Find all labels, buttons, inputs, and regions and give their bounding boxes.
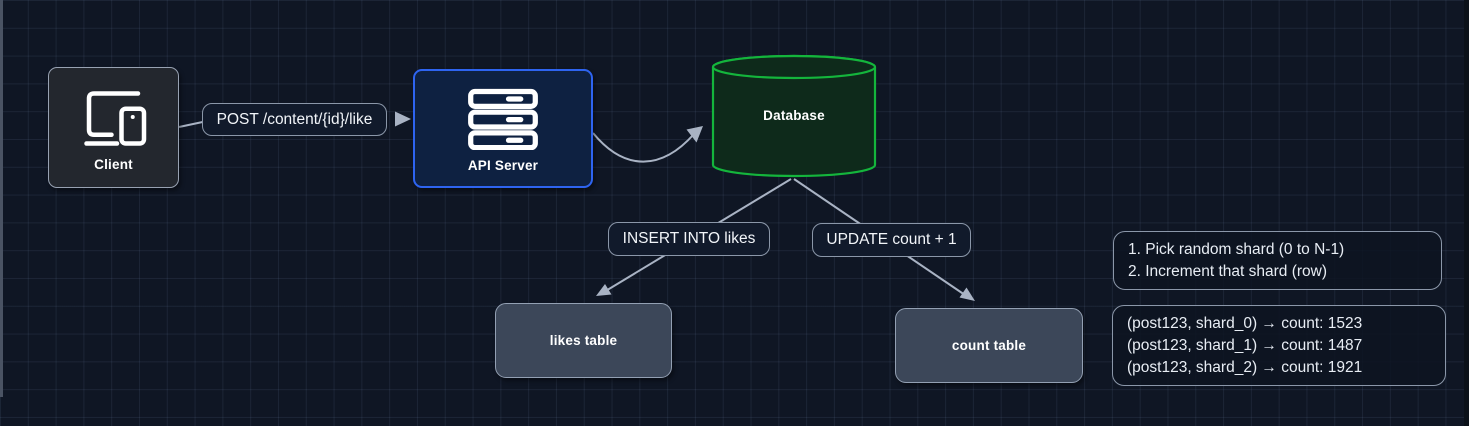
server-stack-icon [468, 88, 538, 150]
node-label-api-server: API Server [467, 158, 539, 173]
note-line: (post123, shard_2) → count: 1921 [1127, 359, 1363, 376]
node-likes-table[interactable]: likes table [495, 303, 672, 378]
note-shard-counts[interactable]: (post123, shard_0) → count: 1523 (post12… [1112, 305, 1446, 386]
note-shard-algorithm[interactable]: 1. Pick random shard (0 to N-1) 2. Incre… [1113, 231, 1442, 290]
note-line: 2. Increment that shard (row) [1128, 263, 1327, 280]
database-cylinder-icon [711, 54, 877, 178]
canvas-left-edge [0, 0, 3, 397]
note-line: (post123, shard_0) → count: 1523 [1127, 315, 1363, 332]
canvas-right-edge [1464, 0, 1469, 426]
node-label-count-table: count table [951, 338, 1027, 353]
node-count-table[interactable]: count table [895, 308, 1083, 383]
node-label-database: Database [763, 108, 825, 123]
edge-label-update-count[interactable]: UPDATE count + 1 [812, 223, 971, 257]
edge-label-insert-into-likes[interactable]: INSERT INTO likes [608, 222, 770, 256]
edge-api-to-database[interactable] [592, 126, 703, 163]
node-database[interactable]: Database [711, 54, 877, 178]
node-label-client: Client [94, 156, 133, 172]
note-line: 1. Pick random shard (0 to N-1) [1128, 241, 1345, 258]
note-line: (post123, shard_1) → count: 1487 [1127, 337, 1363, 354]
node-client[interactable]: Client [48, 67, 179, 188]
node-api-server[interactable]: API Server [413, 69, 593, 188]
edge-label-post-request[interactable]: POST /content/{id}/like [202, 103, 387, 136]
monitor-smartphone-icon [83, 90, 146, 146]
node-label-likes-table: likes table [549, 333, 618, 348]
